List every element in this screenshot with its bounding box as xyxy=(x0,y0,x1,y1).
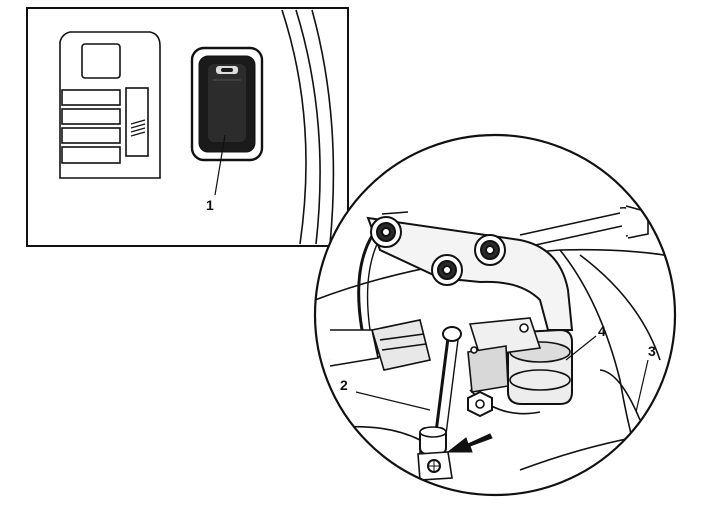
detail-circle: 2 4 3 xyxy=(313,133,677,497)
callout-3: 3 xyxy=(648,343,656,359)
direction-arrow xyxy=(446,433,493,453)
callout-4: 4 xyxy=(598,323,606,339)
leader-line-1 xyxy=(214,134,226,196)
dash-edge-lines xyxy=(281,9,335,245)
callout-2: 2 xyxy=(340,377,348,393)
switch-button xyxy=(190,46,264,162)
inset-frame xyxy=(26,7,349,247)
callout-1: 1 xyxy=(206,197,214,213)
inset-panel: 1 xyxy=(26,7,349,247)
leader-line-2 xyxy=(355,391,431,411)
detail-circle-outline xyxy=(313,133,677,497)
leader-line-3 xyxy=(635,359,649,413)
dash-trim-panel xyxy=(59,31,161,179)
bracket-bolts xyxy=(370,216,506,286)
leader-line-4 xyxy=(565,335,597,361)
